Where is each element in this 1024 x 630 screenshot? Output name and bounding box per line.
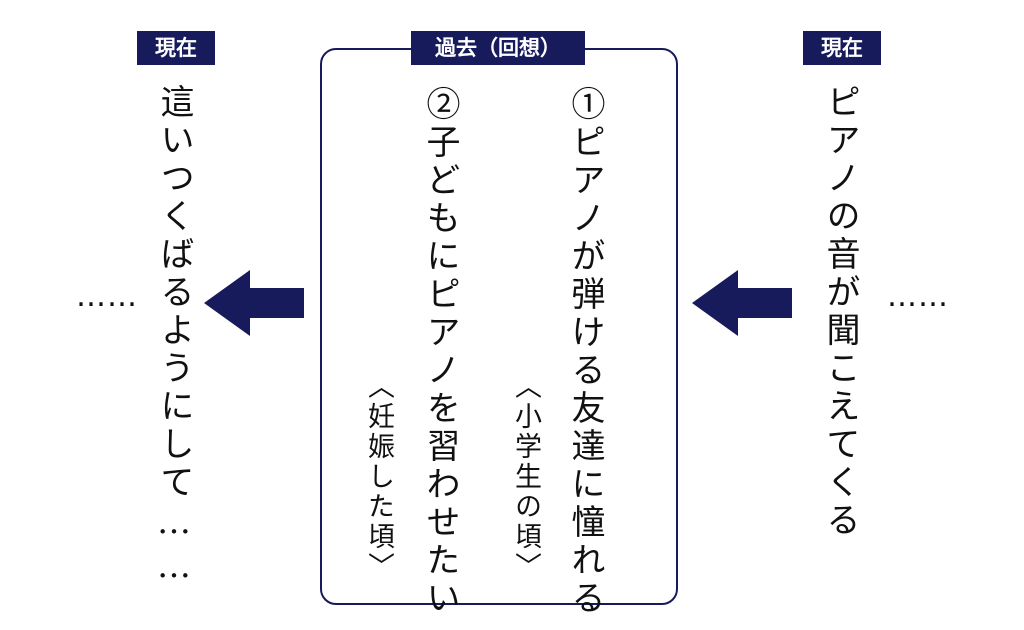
past-item-2-note: 〈妊娠した頃〉 (363, 372, 394, 582)
present-left-text: 這いつくばるようにして…… (154, 84, 194, 590)
past-item-1-note: 〈小学生の頃〉 (510, 372, 541, 582)
past-item-2-text: ②子どもにピアノを習わせたい (420, 86, 460, 618)
label-present-right: 現在 (803, 31, 881, 65)
ellipsis-left: …… (76, 279, 138, 314)
arrow-left-icon (204, 270, 304, 336)
past-item-1-text: ①ピアノが弾ける友達に憧れる (565, 86, 605, 618)
label-past: 過去（回想） (411, 31, 585, 65)
arrow-left-icon (692, 270, 792, 336)
label-present-left: 現在 (137, 31, 215, 65)
ellipsis-right: …… (887, 279, 949, 314)
present-right-text: ピアノの音が聞こえてくる (820, 84, 860, 540)
